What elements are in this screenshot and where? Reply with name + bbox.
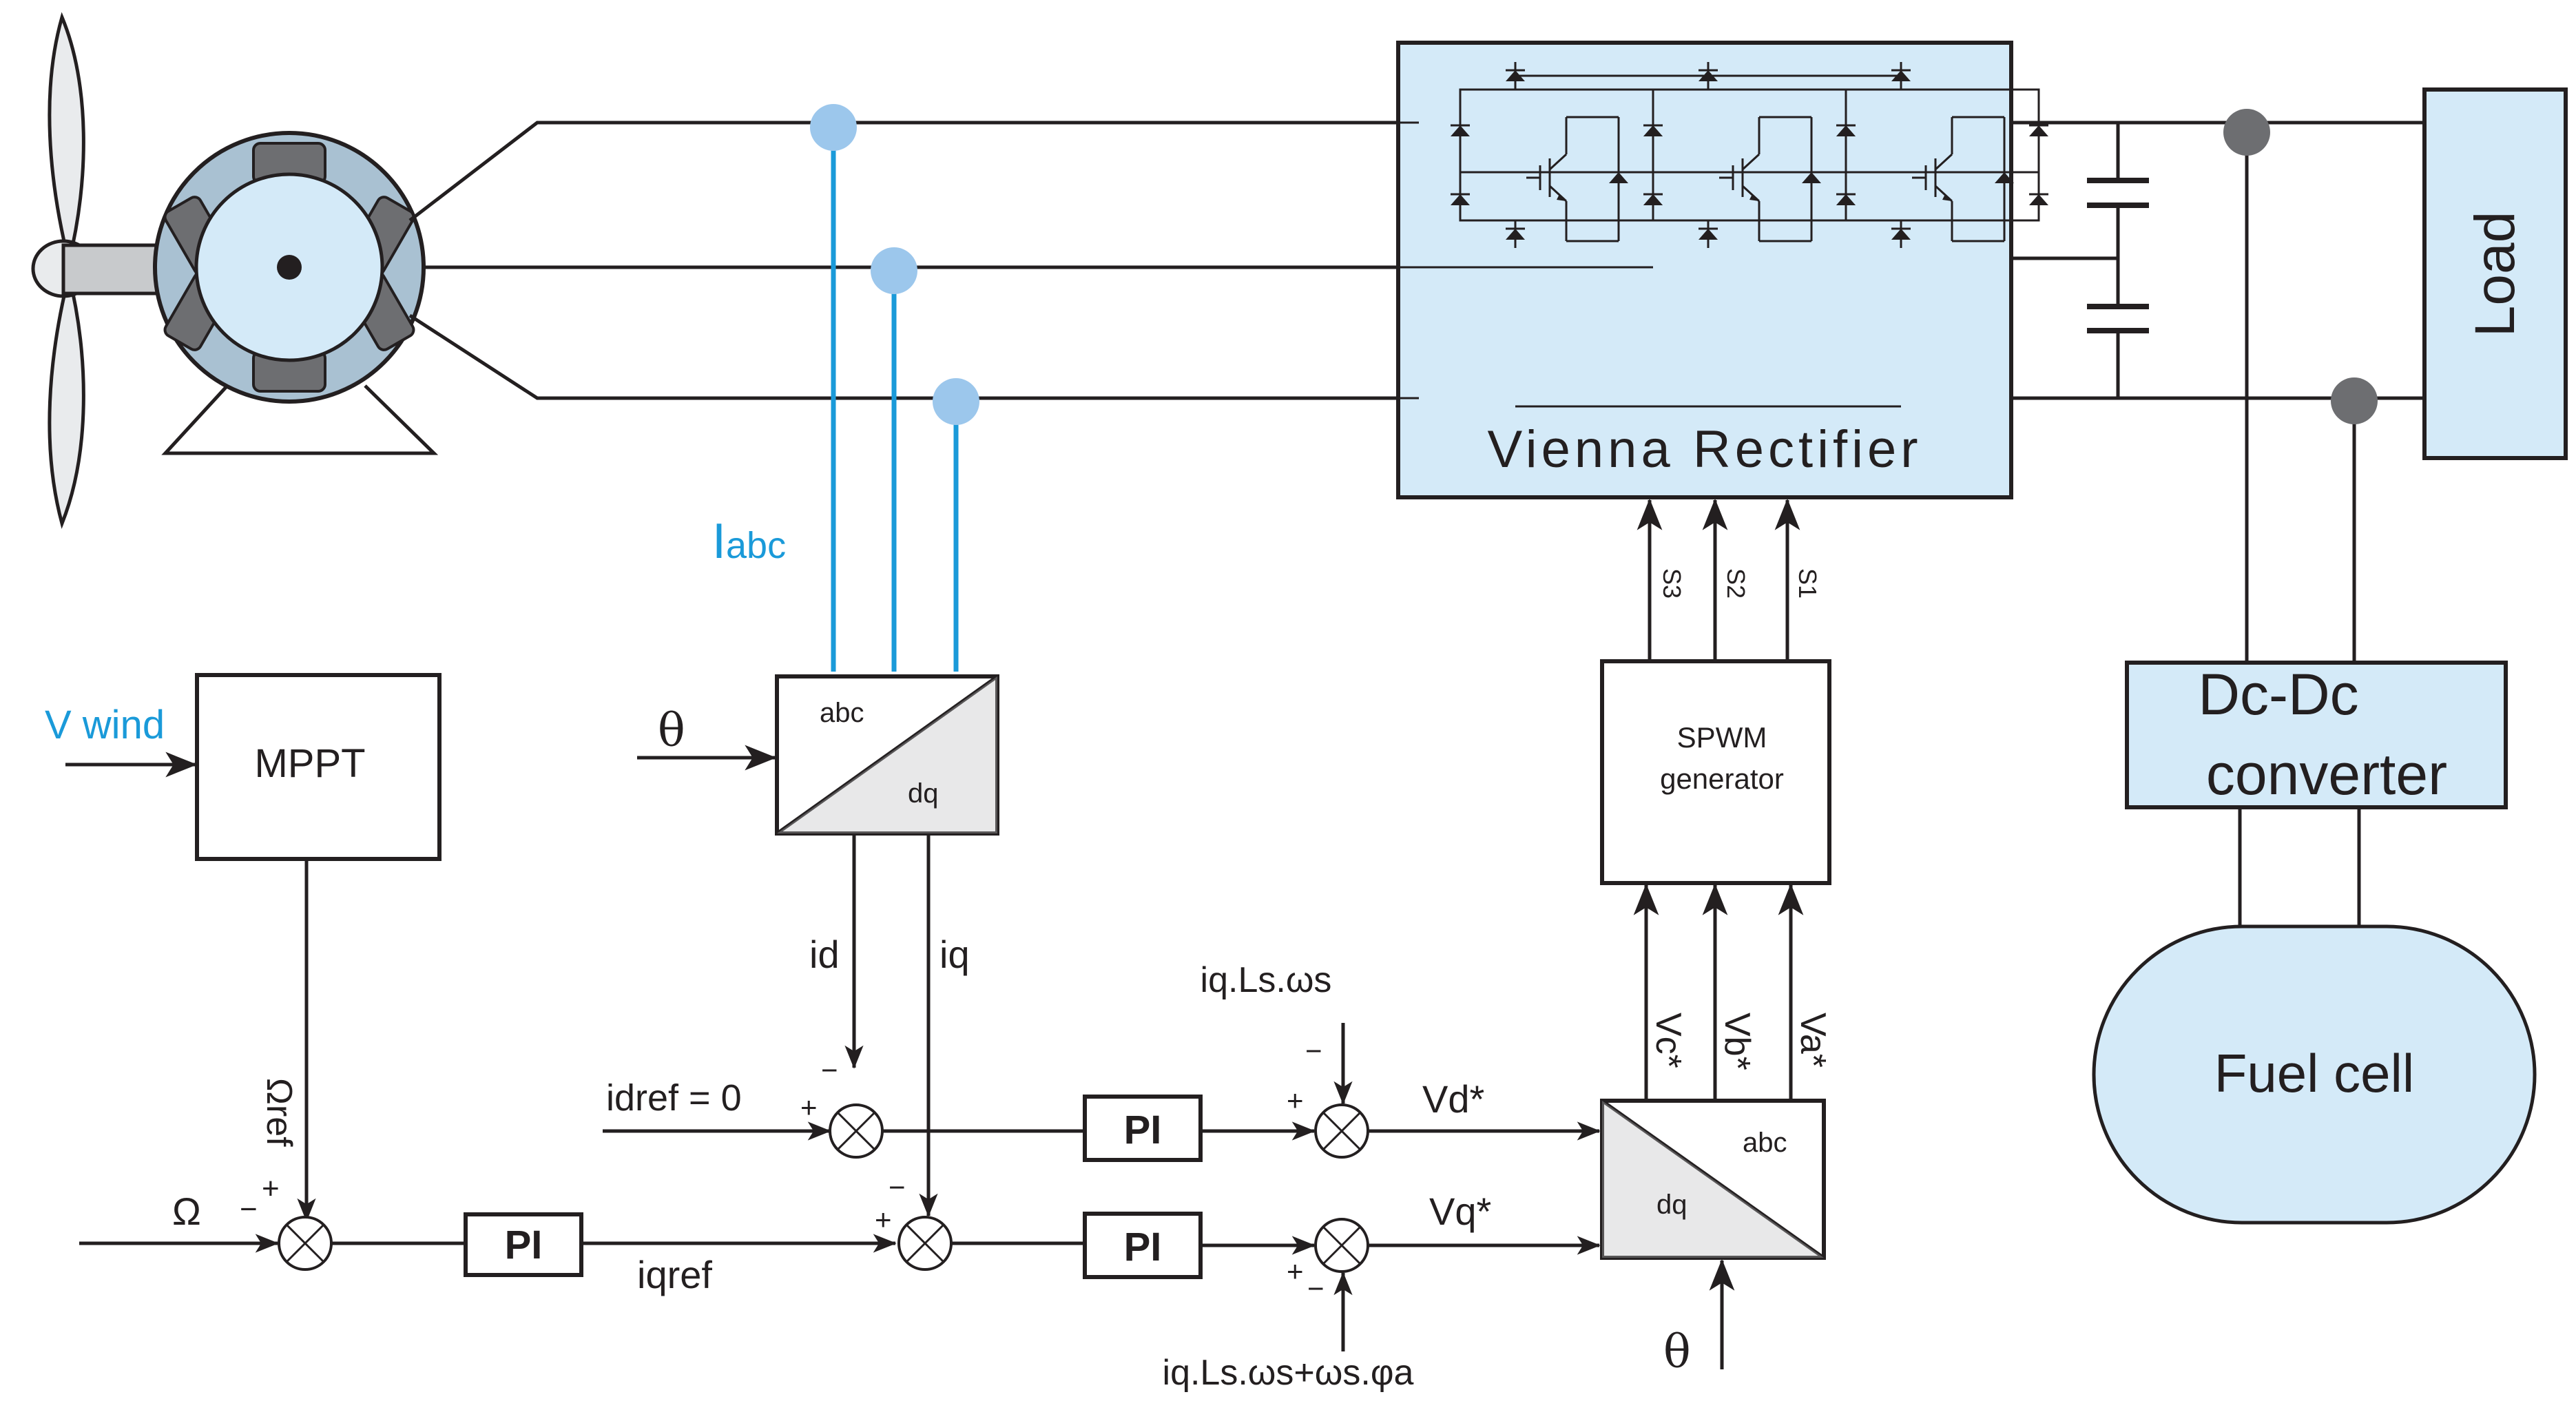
va-star-label: Va* [1793,1013,1833,1068]
s2-label: S2 [1722,568,1750,599]
iqref-label: iqref [637,1253,712,1296]
spwm-generator-block: SPWM generator [1600,659,1831,885]
spwm-label-line2: generator [1660,763,1784,795]
vc-star-label: Vc* [1648,1013,1688,1068]
sensor-dot-a [810,104,857,151]
ff-q-minus: − [1307,1272,1325,1305]
pi-d-label: PI [1124,1108,1162,1152]
sensor-dot-b [871,247,917,294]
vienna-rectifier: Vienna Rectifier [1396,41,2048,499]
dc-bus [2011,121,2424,400]
fuel-cell: Fuel cell [2092,924,2537,1225]
wind-turbine-icon [31,12,169,529]
dcdc-links [2223,109,2378,926]
spwm-label-line1: SPWM [1677,721,1767,754]
dcdc-label-line1: Dc-Dc [2198,662,2358,727]
mppt-block: MPPT [195,673,442,861]
sensor-dot-c [933,378,979,425]
pi-speed-block: PI [464,1212,583,1277]
pi-speed-label: PI [505,1223,543,1267]
dq-abc-bottom-label: dq [1656,1190,1687,1220]
omega-minus: − [240,1192,258,1226]
iabc-label: Iabc [712,514,786,569]
ff-q-label: iq.Ls.ωs+ωs.φa [1163,1353,1414,1393]
capacitor-icon [2087,123,2149,398]
abc-dq-block: abc dq [775,674,999,836]
pi-q-block: PI [1083,1212,1203,1279]
dq-abc-block: abc dq [1600,1099,1826,1260]
idref-label: idref = 0 [606,1077,742,1119]
dq-abc-top-label: abc [1743,1128,1787,1158]
pmsg-generator-icon [153,131,439,455]
omega-label: Ω [172,1190,201,1233]
vienna-label: Vienna Rectifier [1487,420,1922,479]
omega-ref-label: Ωref [259,1078,299,1147]
ff-q-plus: + [1287,1255,1304,1287]
v-wind-label: V wind [45,703,165,747]
omega-ref-plus: + [262,1172,280,1205]
abc-dq-bottom-label: dq [908,778,939,809]
fuel-cell-label: Fuel cell [2214,1043,2414,1103]
load-label: Load [2464,211,2526,337]
q-current-sum-junction [897,1216,953,1271]
id-minus: − [821,1054,838,1086]
vb-star-label: Vb* [1717,1013,1757,1070]
iq-minus: − [889,1171,906,1203]
ff-d-minus: − [1305,1035,1322,1067]
s3-label: S3 [1658,568,1686,599]
pi-d-block: PI [1083,1095,1203,1162]
vd-star-label: Vd* [1422,1077,1484,1121]
pi-q-label: PI [1124,1225,1162,1269]
s1-label: S1 [1794,568,1822,599]
theta-label-bottom: θ [1663,1325,1691,1378]
iqref-plus: + [875,1203,892,1236]
dcdc-label-line2: converter [2206,742,2447,807]
dcdc-converter: Dc-Dc converter [2125,661,2508,809]
load-block: Load [2422,87,2568,460]
current-sensor-lines [810,104,979,672]
node-dot-negative [2331,377,2378,424]
abc-dq-top-label: abc [820,698,864,728]
idref-plus: + [800,1091,818,1123]
ff-d-plus: + [1287,1084,1304,1117]
ff-d-label: iq.Ls.ωs [1201,960,1332,1000]
d-current-sum-junction [829,1103,884,1159]
node-dot-positive [2223,109,2270,156]
speed-sum-junction [278,1216,333,1271]
id-label: id [809,933,840,976]
mppt-label: MPPT [254,741,365,786]
iq-label: iq [939,933,970,976]
q-decoupling-sum-junction [1314,1218,1369,1273]
vq-star-label: Vq* [1429,1190,1491,1233]
d-decoupling-sum-junction [1314,1103,1369,1159]
theta-label-top: θ [658,704,685,757]
